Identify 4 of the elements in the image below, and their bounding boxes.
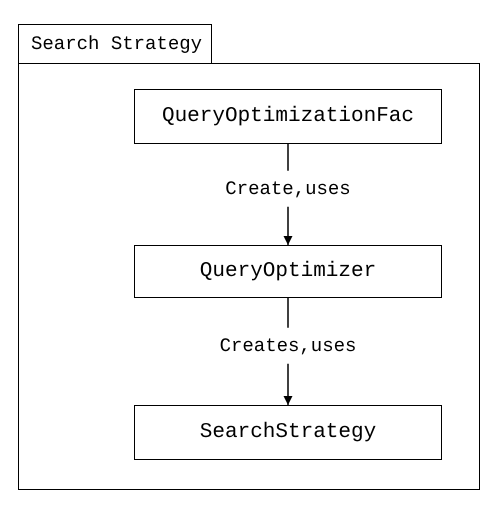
package-tab: Search Strategy [18,24,212,64]
class-box: QueryOptimizationFac [134,89,442,144]
class-box: SearchStrategy [134,405,442,460]
class-box: QueryOptimizer [134,245,442,298]
